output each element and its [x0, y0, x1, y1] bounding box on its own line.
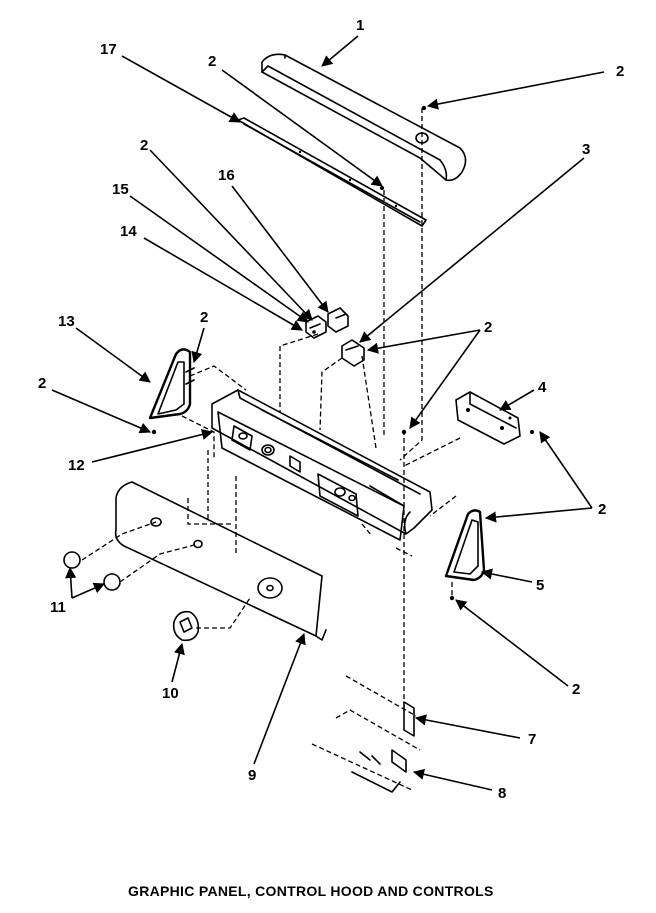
callout-15: 15: [112, 181, 129, 198]
callout-4: 4: [538, 379, 547, 396]
part-8-bracket: [311, 709, 421, 793]
callout-11: 11: [50, 599, 66, 616]
callout-14: 14: [120, 223, 137, 240]
part-16-switch: [327, 307, 349, 333]
callout-12: 12: [68, 457, 85, 474]
callout-9: 9: [248, 767, 256, 784]
part-4-rear-bracket: [455, 391, 521, 445]
part-3-bracket: [341, 339, 365, 367]
callout-2: 2: [598, 501, 606, 518]
callout-2: 2: [616, 63, 624, 80]
callout-2: 2: [484, 319, 492, 336]
part-1-hood-cover: [261, 53, 467, 182]
screws: [151, 105, 534, 601]
callout-2: 2: [572, 681, 580, 698]
part-7-wire-harness: [345, 675, 417, 737]
part-11-knobs: [63, 551, 121, 591]
callout-13: 13: [58, 313, 75, 330]
part-12-console-body: [211, 389, 433, 541]
part-13-left-end-cap: [148, 348, 195, 420]
assembly-lines: [81, 108, 461, 700]
callout-2: 2: [200, 309, 208, 326]
callout-17: 17: [100, 41, 117, 58]
callout-7: 7: [528, 731, 536, 748]
callout-10: 10: [162, 685, 179, 702]
callout-2: 2: [140, 137, 148, 154]
callout-16: 16: [218, 167, 235, 184]
callout-3: 3: [582, 141, 590, 158]
callout-2: 2: [38, 375, 46, 392]
callout-labels: 1 2 2 17 3 2 16 15 14 13 2 2 2 4 12 2 5 …: [38, 17, 624, 802]
callout-2: 2: [208, 53, 216, 70]
callout-1: 1: [356, 17, 364, 34]
part-5-right-end-cap: [444, 509, 486, 582]
part-10-timer-knob: [172, 610, 200, 642]
diagram-title: GRAPHIC PANEL, CONTROL HOOD AND CONTROLS: [128, 883, 494, 899]
part-17-strip: [237, 117, 427, 227]
leader-lines: [51, 35, 605, 791]
callout-5: 5: [536, 577, 544, 594]
part-9-graphic-panel: [114, 481, 327, 641]
part-15-14-bracket: [305, 315, 327, 339]
callout-8: 8: [498, 785, 506, 802]
